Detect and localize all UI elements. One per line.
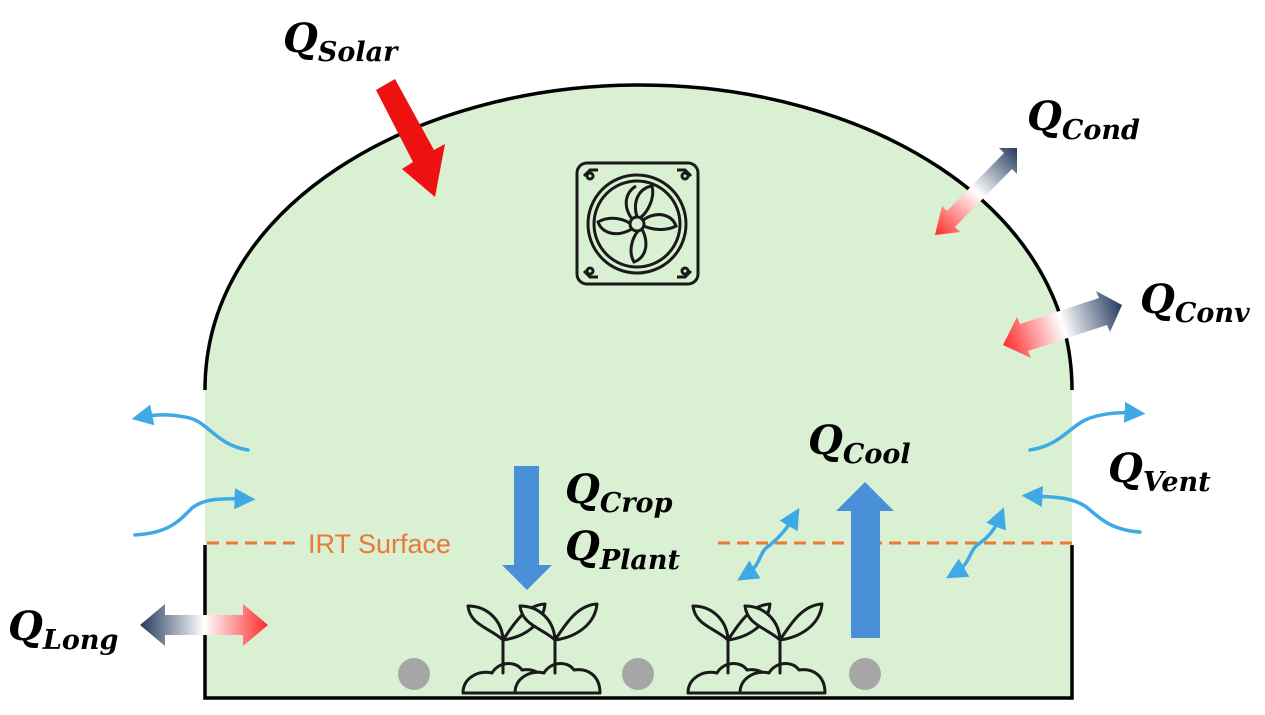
label-q-long: QLong	[8, 603, 118, 656]
sensor-dot	[849, 658, 881, 690]
sensor-dot	[398, 658, 430, 690]
label-q-solar: QSolar	[283, 15, 399, 68]
label-q-vent: QVent	[1108, 445, 1211, 498]
sensor-dot	[622, 658, 654, 690]
label-q-cool: QCool	[808, 417, 911, 470]
air-flow-mid-left	[737, 507, 800, 581]
air-flow-left-top	[131, 404, 250, 452]
label-q-conv: QConv	[1140, 276, 1250, 329]
label-q-crop: QCrop	[565, 466, 673, 519]
air-flow-left-bottom	[133, 488, 256, 537]
conv-double-arrow	[1003, 291, 1122, 358]
cool-up-arrow	[836, 482, 894, 638]
air-flow-right-bottom	[1021, 485, 1142, 534]
cond-double-arrow	[935, 148, 1017, 235]
label-q-plant: QPlant	[565, 523, 681, 576]
long-double-arrow	[140, 604, 268, 646]
air-flow-mid-right	[945, 507, 1006, 579]
greenhouse-roof	[203, 83, 1074, 391]
sensor-dots	[398, 658, 881, 690]
fan-icon	[575, 161, 700, 286]
solar-arrow	[376, 79, 445, 197]
irt-surface-label: IRT Surface	[308, 529, 451, 559]
air-flow-right-top	[1028, 401, 1146, 452]
vent-air-flows	[131, 401, 1146, 581]
plant-icon	[461, 602, 827, 695]
label-q-cond: QCond	[1027, 93, 1140, 146]
crop-plant-down-arrow	[502, 466, 552, 590]
